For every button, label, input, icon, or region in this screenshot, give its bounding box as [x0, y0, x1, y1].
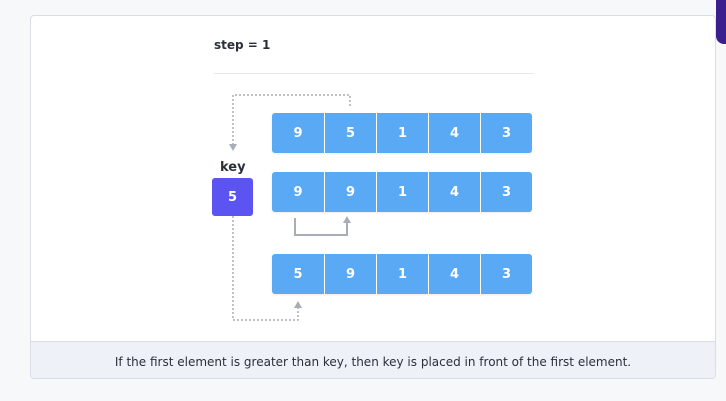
arrowhead-down [229, 144, 237, 151]
arrowhead-up-shift [343, 216, 351, 223]
key-box: 5 [212, 178, 253, 216]
arrowhead-up-insert [294, 301, 302, 308]
array-row-2: 9 9 1 4 3 [272, 172, 532, 212]
dotted-arrow-from-key [232, 216, 299, 321]
array-cell: 4 [428, 254, 480, 294]
array-cell: 3 [480, 254, 532, 294]
array-row-1: 9 5 1 4 3 [272, 113, 532, 153]
array-cell: 3 [480, 113, 532, 153]
caption-bar: If the first element is greater than key… [31, 341, 715, 378]
key-label: key [220, 160, 246, 175]
array-cell: 4 [428, 113, 480, 153]
corner-accent [716, 0, 726, 44]
caption-text: If the first element is greater than key… [114, 354, 632, 369]
array-cell: 9 [324, 172, 376, 212]
dotted-arrow-to-key [232, 94, 351, 144]
array-cell: 9 [324, 254, 376, 294]
step-label: step = 1 [214, 38, 271, 52]
diagram-card: step = 1 9 5 1 4 3 key 5 9 9 1 4 3 5 9 1… [30, 15, 716, 379]
array-cell: 5 [272, 254, 324, 294]
array-cell: 9 [272, 113, 324, 153]
arrows-layer [229, 94, 351, 321]
array-row-3: 5 9 1 4 3 [272, 254, 532, 294]
array-cell: 1 [376, 172, 428, 212]
shift-arrow [294, 218, 348, 236]
array-cell: 4 [428, 172, 480, 212]
array-cell: 5 [324, 113, 376, 153]
array-cell: 1 [376, 254, 428, 294]
array-cell: 3 [480, 172, 532, 212]
array-cell: 1 [376, 113, 428, 153]
divider [214, 73, 534, 74]
array-cell: 9 [272, 172, 324, 212]
